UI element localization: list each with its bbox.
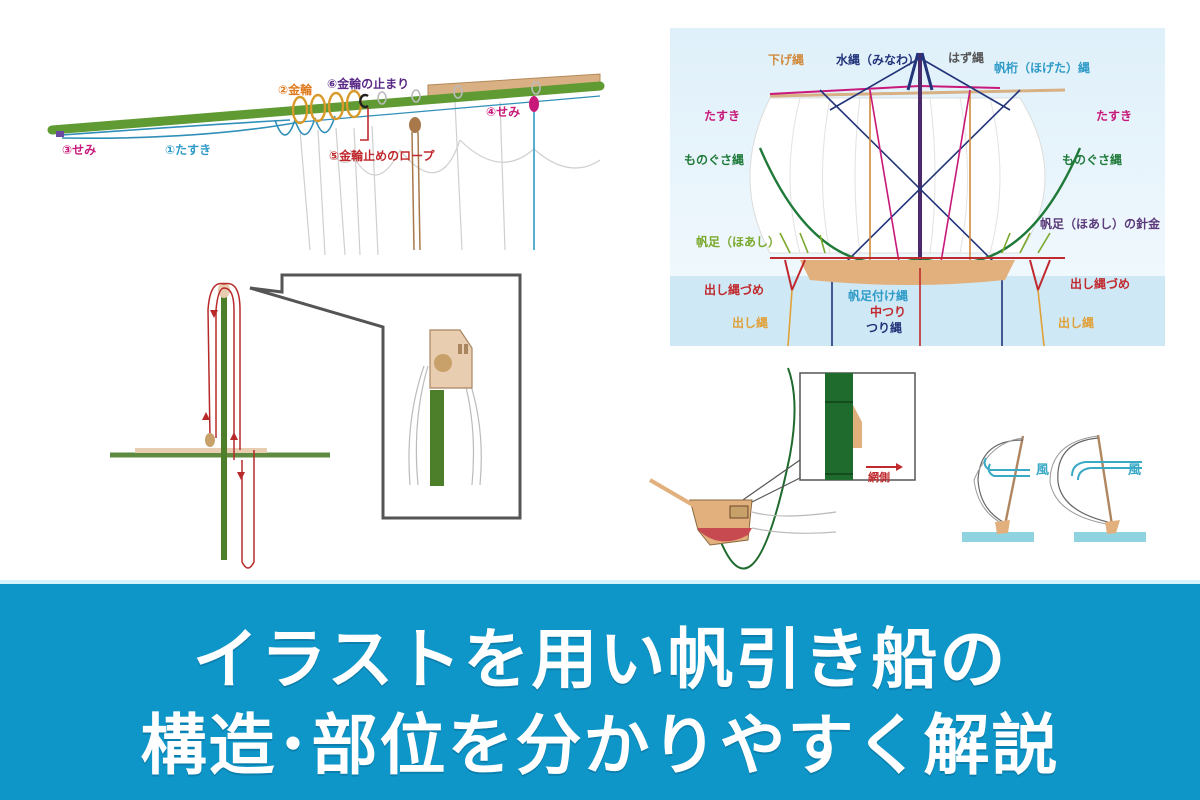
wind-drawing [962,434,1146,542]
boat-mast-detail: 網側 [640,360,930,570]
label-hogeta-nawa: 帆桁（ほげた）縄 [994,61,1091,75]
label-semi-4: ④せみ [486,105,521,119]
sail-structure-diagram: 下げ縄 水縄（みなわ） はず縄 帆桁（ほげた）縄 たすき たすき ものぐさ縄 も… [670,28,1165,347]
banner-top-strip [0,580,1200,584]
yard-drawing [47,73,605,256]
label-tasuki: ①たすき [165,143,212,157]
boat-drawing [648,367,916,570]
mast-rope-detail [100,270,530,580]
label-dashi-zume-left: 出し縄づめ [704,283,765,297]
label-wind-left: 風 [1036,463,1050,478]
label-wind-right: 風 [1128,463,1142,478]
label-dashi-right: 出し縄 [1058,316,1095,330]
yard-rings-illustration: ③せみ ①たすき ②金輪 ⑥金輪の止まり ⑤金輪止めのロープ ④せみ [0,0,620,270]
label-hoashi-tsuke: 帆足付け縄 [848,289,909,303]
title-line-2: 構造･部位を分かりやすく解説 [140,707,1060,784]
label-hoashi-wire: 帆足（ほあし）の針金 [1040,217,1161,231]
label-kanawa-stop: ⑥金輪の止まり [327,77,410,91]
label-tasuki-left: たすき [704,109,741,123]
label-mi-nawa: 水縄（みなわ） [836,53,921,67]
water-area [670,276,1165,346]
label-semi-3: ③せみ [62,143,97,157]
sail-drawing [749,52,1082,347]
label-kanawa-rope: ⑤金輪止めのロープ [329,149,435,163]
label-monogusa-right: ものぐさ縄 [1062,153,1123,167]
label-monogusa-left: ものぐさ縄 [684,153,745,167]
label-dashi-left: 出し縄 [732,316,769,330]
title-line-1: イラストを用い帆引き船の [192,621,1008,698]
title-banner: イラストを用い帆引き船の 構造･部位を分かりやすく解説 [0,580,1200,800]
label-tsuri-nawa: つり縄 [866,321,903,335]
label-dashi-zume-right: 出し縄づめ [1070,277,1131,291]
label-naka-tsuri: 中つり [870,305,907,319]
label-kanawa: ②金輪 [278,83,313,97]
label-sage-nawa: 下げ縄 [768,53,805,67]
label-tasuki-right: たすき [1096,109,1133,123]
mast-rope-drawing [110,273,522,569]
label-net-side: 網側 [868,471,890,484]
label-hoashi: 帆足（ほあし） [696,235,781,249]
wind-sail-diagrams: 風 風 [950,420,1160,560]
label-hazu-nawa: はず縄 [948,51,985,65]
